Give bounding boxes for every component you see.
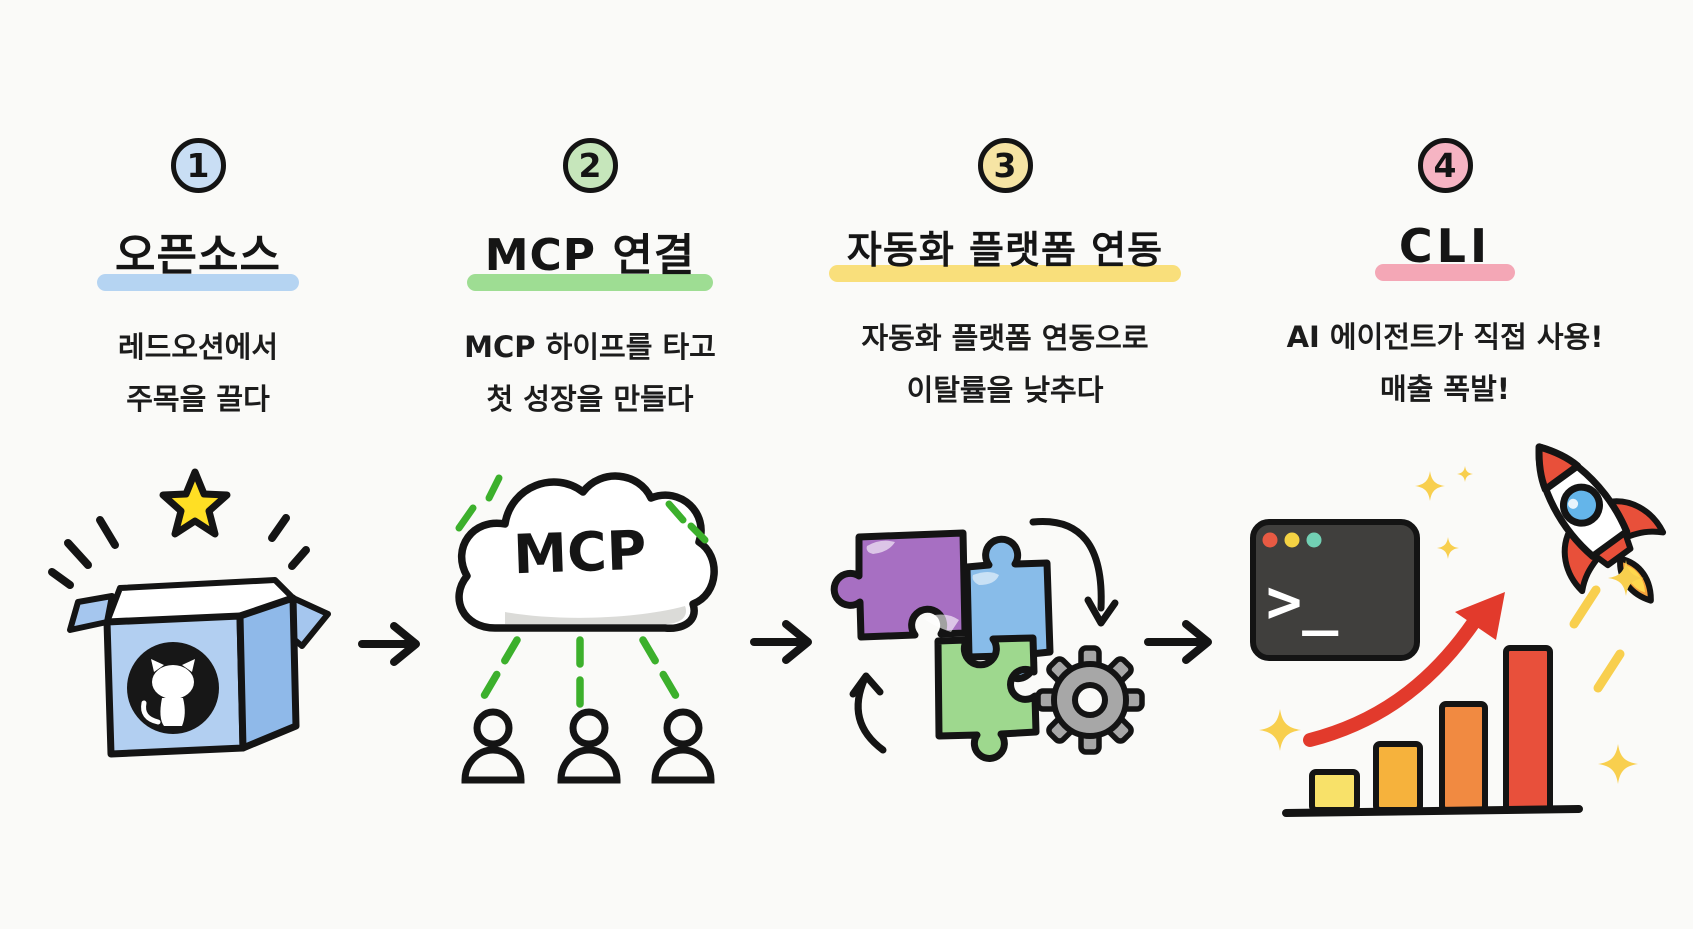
step-2-badge: 2 xyxy=(562,138,618,193)
cloud-spark-lines xyxy=(455,474,709,544)
mcp-cloud-illustration: MCP xyxy=(425,428,735,784)
cloud-label: MCP xyxy=(512,519,647,587)
right-arrow-icon xyxy=(750,620,812,664)
spark-lines xyxy=(48,514,310,589)
flow-arrow-2 xyxy=(748,614,822,670)
box-right-face xyxy=(236,594,300,752)
step-4-title-wrap: CLI xyxy=(1374,219,1516,281)
open-source-box-illustration xyxy=(48,430,340,765)
step-4-title: CLI xyxy=(1398,219,1492,273)
puzzle-blue-shine xyxy=(972,572,999,585)
step-3-highlight xyxy=(828,265,1182,282)
chart-baseline xyxy=(1282,805,1583,817)
growth-icon: >_ xyxy=(1250,443,1667,817)
step-1-desc-line2: 주목을 끌다 xyxy=(126,382,270,416)
step-3-title-wrap: 자동화 플랫폼 연동 xyxy=(828,219,1182,282)
step-4-badge: 4 xyxy=(1417,138,1473,193)
automation-puzzle-illustration xyxy=(805,460,1195,770)
sparkle-icons xyxy=(1259,466,1644,784)
cycle-arrows xyxy=(849,518,1119,754)
mcp-cloud-icon: MCP xyxy=(455,472,718,784)
right-arrow-icon xyxy=(358,622,420,666)
gear-icon xyxy=(1035,645,1145,755)
github-box-icon xyxy=(48,468,331,758)
step-3-desc-line2: 이탈률을 낮추다 xyxy=(906,373,1104,407)
terminal-prompt: >_ xyxy=(1266,567,1339,637)
flow-arrow-3 xyxy=(1142,614,1220,670)
puzzle-gear-icon xyxy=(830,518,1145,762)
step-3-description: 자동화 플랫폼 연동으로 이탈률을 낮추다 xyxy=(862,312,1149,416)
growth-arrow-icon xyxy=(1303,592,1505,747)
flow-arrow-1 xyxy=(356,616,430,672)
step-4-highlight xyxy=(1374,264,1516,281)
step-2-column: 2 MCP 연결 MCP 하이프를 타고 첫 성장을 만들다 xyxy=(430,138,750,425)
star-icon xyxy=(159,468,231,538)
step-3-badge: 3 xyxy=(977,138,1033,193)
step-3-desc-line1: 자동화 플랫폼 연동으로 xyxy=(861,321,1149,355)
growth-illustration: >_ xyxy=(1222,382,1693,827)
step-4-desc-line2: 매출 폭발! xyxy=(1379,372,1511,406)
cloud-connector-lines xyxy=(473,636,687,712)
step-2-highlight xyxy=(466,274,714,291)
step-1-badge: 1 xyxy=(170,138,226,193)
sparkle-dashes xyxy=(1569,585,1625,693)
step-4-description: AI 에이전트가 직접 사용! 매출 폭발! xyxy=(1287,311,1604,415)
step-2-title-wrap: MCP 연결 xyxy=(466,219,714,291)
step-1-highlight xyxy=(97,274,299,291)
right-arrow-icon xyxy=(1144,620,1212,664)
step-3-column: 3 자동화 플랫폼 연동 자동화 플랫폼 연동으로 이탈률을 낮추다 xyxy=(800,138,1210,416)
step-2-description: MCP 하이프를 타고 첫 성장을 만들다 xyxy=(464,321,716,425)
step-4-desc-line1: AI 에이전트가 직접 사용! xyxy=(1286,320,1604,354)
bar-chart-icon xyxy=(1282,645,1583,817)
step-1-title-wrap: 오픈소스 xyxy=(97,219,299,291)
step-1-column: 1 오픈소스 레드오션에서 주목을 끌다 xyxy=(38,138,358,425)
box-left-flap xyxy=(67,593,115,633)
step-1-description: 레드오션에서 주목을 끌다 xyxy=(118,321,278,425)
terminal-traffic-lights xyxy=(1262,532,1322,548)
step-1-desc-line1: 레드오션에서 xyxy=(117,330,279,364)
step-4-column: 4 CLI AI 에이전트가 직접 사용! 매출 폭발! xyxy=(1287,138,1603,415)
users-icon xyxy=(461,708,715,784)
terminal-icon: >_ xyxy=(1250,519,1420,661)
puzzle-green-piece xyxy=(934,634,1040,762)
step-3-title: 자동화 플랫폼 연동 xyxy=(846,228,1164,272)
step-2-desc-line2: 첫 성장을 만들다 xyxy=(486,382,694,416)
puzzle-purple-shine xyxy=(866,540,959,632)
step-2-title: MCP 연결 xyxy=(484,230,696,281)
github-logo-icon xyxy=(127,642,219,734)
step-1-title: 오픈소스 xyxy=(115,230,281,281)
cloud-shape xyxy=(455,472,718,633)
cloud-shadow xyxy=(505,606,687,624)
step-2-desc-line1: MCP 하이프를 타고 xyxy=(464,330,716,364)
